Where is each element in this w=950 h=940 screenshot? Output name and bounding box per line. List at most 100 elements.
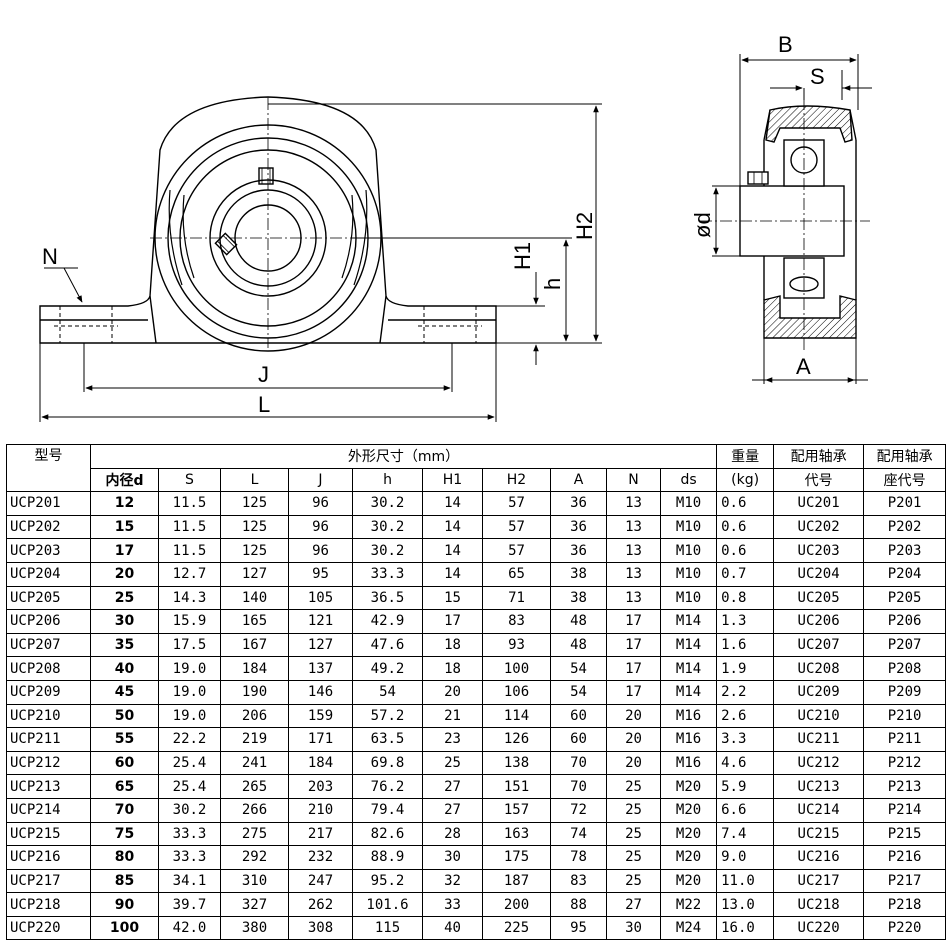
cell-model: UCP212 (6, 750, 91, 776)
header-row-1: 型号 外形尺寸（mm） 重量 配用轴承 配用轴承 (6, 443, 947, 493)
cell-weight: 3.3 (716, 727, 775, 752)
cell-ds: M22 (659, 892, 718, 917)
cell-model: UCP204 (6, 561, 91, 587)
cell-h2: 71 (482, 585, 551, 611)
header-housing-1: 配用轴承 (863, 444, 947, 469)
cell-housing-code: P212 (863, 750, 947, 776)
cell-l: 380 (220, 915, 289, 940)
cell-housing-code: P217 (863, 868, 947, 894)
cell-model: UCP210 (6, 703, 91, 729)
cell-bore-d: 25 (90, 585, 159, 611)
cell-weight: 11.0 (716, 868, 775, 894)
cell-j: 184 (288, 750, 353, 776)
header-housing-2: 座代号 (863, 467, 947, 493)
header-col-j: J (288, 467, 353, 493)
cell-bore-d: 100 (90, 915, 159, 940)
header-col-n: N (606, 467, 661, 493)
cell-ds: M14 (659, 632, 718, 658)
cell-n: 30 (606, 915, 661, 940)
cell-bearing-code: UC208 (773, 656, 865, 681)
cell-weight: 0.6 (716, 514, 775, 540)
cell-a: 54 (550, 656, 607, 681)
cell-a: 88 (550, 892, 607, 917)
cell-h1: 27 (422, 774, 483, 799)
cell-bore-d: 12 (90, 491, 159, 516)
cell-j: 96 (288, 514, 353, 540)
cell-model: UCP203 (6, 538, 91, 563)
header-model: 型号 (6, 443, 91, 493)
cell-h: 49.2 (352, 656, 423, 681)
cell-ds: M16 (659, 727, 718, 752)
cell-h: 54 (352, 679, 423, 705)
cell-h: 69.8 (352, 750, 423, 776)
cell-model: UCP207 (6, 632, 91, 658)
cell-h1: 18 (422, 656, 483, 681)
cell-bore-d: 30 (90, 609, 159, 634)
cell-l: 127 (220, 561, 289, 587)
cell-n: 13 (606, 514, 661, 540)
cell-bore-d: 35 (90, 632, 159, 658)
cell-l: 327 (220, 892, 289, 917)
label-h2: H2 (572, 212, 597, 240)
cell-bearing-code: UC207 (773, 632, 865, 658)
cell-h2: 93 (482, 632, 551, 658)
cell-bore-d: 17 (90, 538, 159, 563)
label-j: J (258, 362, 269, 387)
cell-h2: 57 (482, 491, 551, 516)
cell-h1: 14 (422, 514, 483, 540)
drawing-svg: N J L H1 h H2 (39, 32, 872, 422)
cell-bearing-code: UC204 (773, 561, 865, 587)
housing-top-section (765, 105, 853, 143)
cell-h2: 163 (482, 821, 551, 847)
cell-n: 25 (606, 821, 661, 847)
cell-s: 11.5 (158, 491, 221, 516)
cell-model: UCP220 (6, 915, 91, 940)
cell-bearing-code: UC203 (773, 538, 865, 563)
cell-j: 210 (288, 797, 353, 823)
cell-h: 115 (352, 915, 423, 940)
cell-housing-code: P214 (863, 797, 947, 823)
cell-j: 127 (288, 632, 353, 658)
cell-h1: 30 (422, 845, 483, 870)
cell-bore-d: 70 (90, 797, 159, 823)
cell-weight: 1.3 (716, 609, 775, 634)
header-bearing-2: 代号 (773, 467, 865, 493)
cell-bearing-code: UC220 (773, 915, 865, 940)
cell-h1: 14 (422, 538, 483, 563)
cell-bore-d: 15 (90, 514, 159, 540)
cell-h2: 100 (482, 656, 551, 681)
cell-housing-code: P206 (863, 609, 947, 634)
cell-a: 48 (550, 632, 607, 658)
header-bearing-1: 配用轴承 (773, 444, 865, 469)
cell-l: 125 (220, 538, 289, 563)
cell-ds: M20 (659, 868, 718, 894)
cell-j: 262 (288, 892, 353, 917)
label-a: A (796, 354, 811, 379)
cell-h1: 32 (422, 868, 483, 894)
cell-bearing-code: UC210 (773, 703, 865, 729)
cell-a: 36 (550, 491, 607, 516)
cell-h2: 225 (482, 915, 551, 940)
header-col-h: h (352, 467, 423, 493)
cell-bearing-code: UC214 (773, 797, 865, 823)
cell-a: 60 (550, 703, 607, 729)
cell-s: 33.3 (158, 821, 221, 847)
label-l: L (258, 392, 270, 417)
cell-h1: 40 (422, 915, 483, 940)
cell-h: 47.6 (352, 632, 423, 658)
cell-n: 25 (606, 845, 661, 870)
cell-model: UCP201 (6, 491, 91, 516)
cell-a: 70 (550, 750, 607, 776)
cell-s: 11.5 (158, 514, 221, 540)
header-col-h1: H1 (422, 467, 483, 493)
cell-weight: 7.4 (716, 821, 775, 847)
header-col-s: S (158, 467, 221, 493)
cell-h1: 23 (422, 727, 483, 752)
cell-h2: 57 (482, 514, 551, 540)
